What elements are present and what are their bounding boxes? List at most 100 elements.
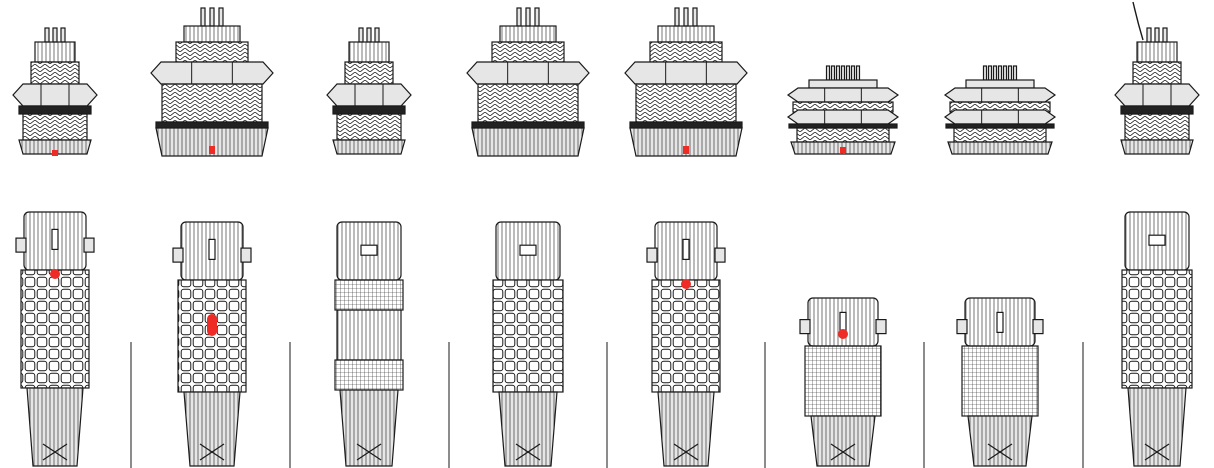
receptacle-7 [943,65,1057,155]
receptacle-7-nut-mid [943,109,1057,125]
plug-7-key-slot [996,311,1004,333]
receptacle-3-nut [326,83,412,107]
receptacle-8-wire [1132,1,1144,41]
receptacle-5-cap [657,25,715,43]
receptacle-2-cap [183,25,241,43]
plug-1-grip [20,269,90,389]
receptacle-8-thread-top [1132,61,1182,85]
receptacle-4-thread [477,83,579,123]
receptacle-6-cap [808,79,878,89]
receptacle-7-pin [1007,65,1013,81]
receptacle-2 [150,7,274,157]
plug-3-key-window [360,244,378,256]
receptacle-5 [624,7,748,157]
receptacle-2-pin [218,7,224,27]
receptacle-6 [786,65,900,155]
plug-1-latch-right [83,237,95,253]
plug-7-tail-cross-b [987,443,1013,461]
receptacle-8-pin [1154,27,1160,43]
receptacle-3-thread-top [344,61,394,85]
plug-3 [334,221,404,467]
plug-6-grip [804,345,882,417]
receptacle-2-thread [161,83,263,123]
receptacle-5-thread-top [649,41,723,63]
plug-6-tail-cross-b [830,443,856,461]
plug-4-tail-ribs [499,392,557,466]
receptacle-3-washer [332,105,406,115]
receptacle-7-pin [987,65,993,81]
plug-5-grip [651,279,721,393]
receptacle-2-thread-top [175,41,249,63]
receptacle-5-red-marker [683,146,689,154]
plug-2-latch-right [240,247,252,263]
receptacle-8-thread [1124,113,1190,141]
receptacle-1-cap [34,41,76,63]
plug-4-key-window [519,244,537,256]
plug-5-red-dot [681,279,691,289]
receptacle-7-flange-ribs [948,142,1052,154]
receptacle-4-thread-top [491,41,565,63]
receptacle-7-pin [1002,65,1008,81]
plug-2 [172,221,252,467]
receptacle-8-pin [1162,27,1168,43]
plug-2-red-pill [207,314,217,336]
receptacle-8-nut [1114,83,1200,107]
plug-7-latch-left [956,319,968,335]
plug-1-tail-cross-b [42,443,68,461]
receptacle-1-red-marker [52,150,58,156]
plug-6-latch-right [875,319,887,335]
plug-7 [956,297,1044,467]
receptacle-1-nut [12,83,98,107]
receptacle-3-pin [366,27,372,43]
plug-2-latch-left [172,247,184,263]
plug-5-key-slot [682,238,690,260]
receptacle-6-nut-top [786,87,900,103]
plug-5-tail-cross-b [673,443,699,461]
receptacle-8 [1114,1,1200,155]
plug-1 [15,211,95,467]
receptacle-7-nut-top [943,87,1057,103]
plug-3-grip-upper [334,279,404,311]
plug-7-latch-right [1032,319,1044,335]
receptacle-6-red-marker [840,147,846,153]
plug-4-tail-cross-b [515,443,541,461]
receptacle-4-cap [499,25,557,43]
receptacle-3-pin [374,27,380,43]
receptacle-4-pin [534,7,540,27]
receptacle-8-cap [1136,41,1178,63]
receptacle-2-red-marker [209,146,215,154]
receptacle-2-nut [150,61,274,85]
plug-3-grip-lower [334,359,404,391]
plug-7-tail-ribs [968,416,1032,466]
plug-3-sleeve [336,309,402,361]
plug-row [15,211,1193,467]
receptacle-5-thread [635,83,737,123]
receptacle-6-pin [850,65,856,81]
plug-1-red-dot [50,269,60,279]
receptacle-2-pin [209,7,215,27]
receptacle-1-pin [44,27,50,43]
receptacle-4-pin [516,7,522,27]
plug-3-tail-cross-b [356,443,382,461]
receptacle-1-pin [52,27,58,43]
receptacle-6-pin [845,65,851,81]
receptacle-6-pin [835,65,841,81]
receptacle-row [12,1,1200,157]
plug-8-tail-cross-b [1144,443,1170,461]
receptacle-8-flange-ribs [1121,140,1193,154]
plug-5-latch-right [714,247,726,263]
receptacle-5-washer [629,121,743,129]
receptacle-1-pin [60,27,66,43]
plug-8-tail-ribs [1128,388,1186,466]
receptacle-7-pin [1012,65,1018,81]
receptacle-5-flange-ribs [630,128,742,156]
receptacle-7-pin [997,65,1003,81]
receptacle-6-pin [830,65,836,81]
plug-8-key-window [1148,234,1166,246]
receptacle-4 [466,7,590,157]
plug-5 [646,221,726,467]
receptacle-5-pin [674,7,680,27]
plug-3-tail-ribs [340,390,398,466]
receptacle-4-nut [466,61,590,85]
